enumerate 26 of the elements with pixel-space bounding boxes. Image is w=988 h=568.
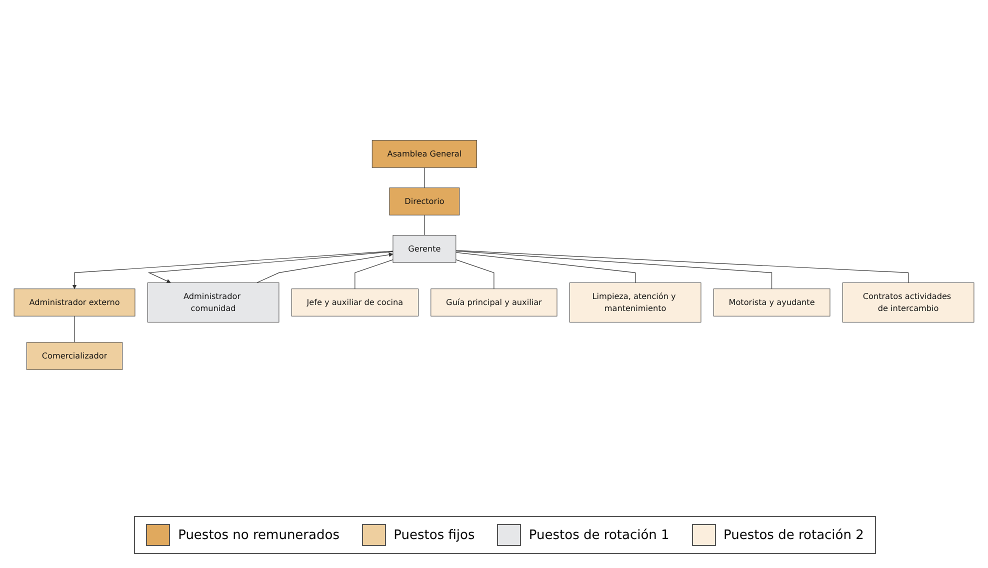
node-box: Gerente	[392, 235, 456, 263]
node-box: Contratos actividades de intercambio	[842, 282, 974, 322]
node-box: Limpieza, atención y mantenimiento	[569, 282, 702, 322]
node-box: Administrador externo	[14, 288, 136, 316]
node-box: Administrador comunidad	[147, 282, 280, 322]
connector	[456, 250, 909, 284]
connector	[74, 316, 75, 343]
connector	[424, 167, 425, 188]
arrow	[148, 251, 394, 284]
connector	[424, 214, 425, 236]
connector	[456, 252, 636, 284]
node-box: Asamblea General	[372, 140, 477, 168]
node-box: Guía principal y auxiliar	[430, 288, 558, 316]
legend-label: Puestos de rotación 1	[528, 528, 670, 542]
node-box: Directorio	[389, 188, 460, 216]
legend-label: Puestos de rotación 2	[724, 528, 864, 542]
legend-label: Puestos fijos	[394, 528, 475, 542]
node-box: Comercializador	[26, 342, 123, 370]
connector	[354, 259, 394, 290]
node-box: Motorista y ayudante	[713, 288, 830, 316]
arrow	[256, 252, 394, 284]
arrow	[72, 250, 394, 290]
node-box: Jefe y auxiliar de cocina	[291, 288, 419, 316]
connector	[456, 250, 772, 290]
connector	[456, 259, 494, 290]
legend-label: Puestos no remunerados	[178, 528, 340, 542]
